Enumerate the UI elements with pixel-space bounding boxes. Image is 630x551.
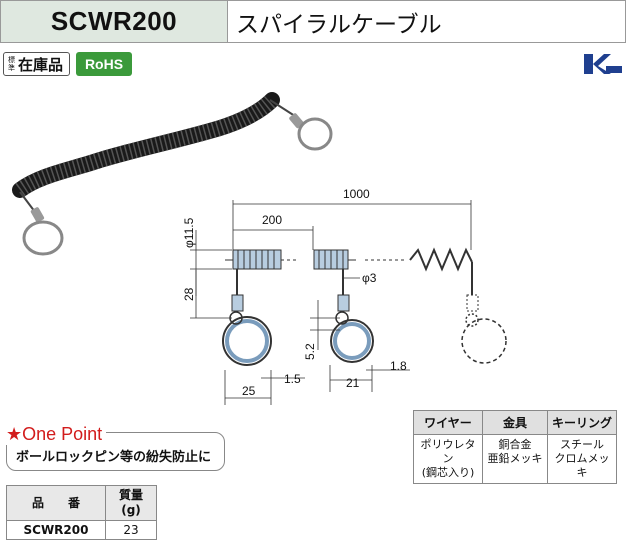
dim-28: 28 — [182, 287, 196, 301]
dim-ring-h: 5.2 — [303, 343, 317, 360]
dim-wire: φ3 — [362, 271, 377, 285]
coil-segment-1 — [232, 249, 282, 270]
product-header: SCWR200 スパイラルケーブル — [0, 0, 626, 43]
key-ring-3 — [461, 313, 507, 364]
spec-header-wire: ワイヤー — [413, 410, 483, 435]
product-name: スパイラルケーブル — [236, 11, 442, 38]
mass-table: 品 番 質量(g) SCWR200 23 — [6, 485, 157, 540]
brand-logo-icon — [584, 54, 622, 74]
stock-badge-small: 標準 — [8, 56, 15, 72]
one-point-text: ボールロックピン等の紛失防止に — [16, 450, 212, 465]
mass-value: 23 — [105, 520, 157, 540]
key-ring-2 — [330, 311, 374, 363]
mass-header-mass: 質量(g) — [105, 485, 157, 521]
one-point-title: ★One Point — [6, 424, 107, 445]
dim-ring-gap: 1.5 — [284, 372, 301, 386]
cable-photo — [12, 92, 333, 256]
product-code: SCWR200 — [1, 1, 228, 42]
rohs-badge: RoHS — [76, 52, 132, 76]
dim-diameter: φ11.5 — [182, 217, 196, 248]
dim-overall: 1000 — [343, 187, 370, 201]
dim-segment: 200 — [262, 213, 282, 227]
spec-table: ワイヤー 金具 キーリング ポリウレタン(鋼芯入り) 銅合金亜鉛メッキ スチール… — [413, 410, 617, 484]
coil-segment-2 — [313, 249, 349, 270]
spec-cell: ポリウレタン(鋼芯入り) — [413, 434, 483, 484]
coil-stretched — [409, 247, 473, 272]
one-point-box — [6, 432, 225, 471]
stock-badge: 標準 在庫品 — [3, 52, 70, 76]
technical-drawing: 1000 200 φ11.5 28 φ3 25 1.5 21 1.8 5.2 — [12, 92, 507, 405]
spec-header-keyring: キーリング — [547, 410, 617, 435]
stock-badge-label: 在庫品 — [18, 55, 64, 74]
mass-code: SCWR200 — [6, 520, 106, 540]
mass-header-code: 品 番 — [6, 485, 106, 521]
spec-cell: スチールクロムメッキ — [547, 434, 617, 484]
spec-header-fitting: 金具 — [482, 410, 548, 435]
dim-ring-width: 21 — [346, 376, 360, 390]
dim-ring-thk: 1.8 — [390, 359, 407, 373]
key-ring-1 — [222, 311, 272, 366]
dim-ring-outer: 25 — [242, 384, 256, 398]
spec-cell: 銅合金亜鉛メッキ — [482, 434, 548, 484]
